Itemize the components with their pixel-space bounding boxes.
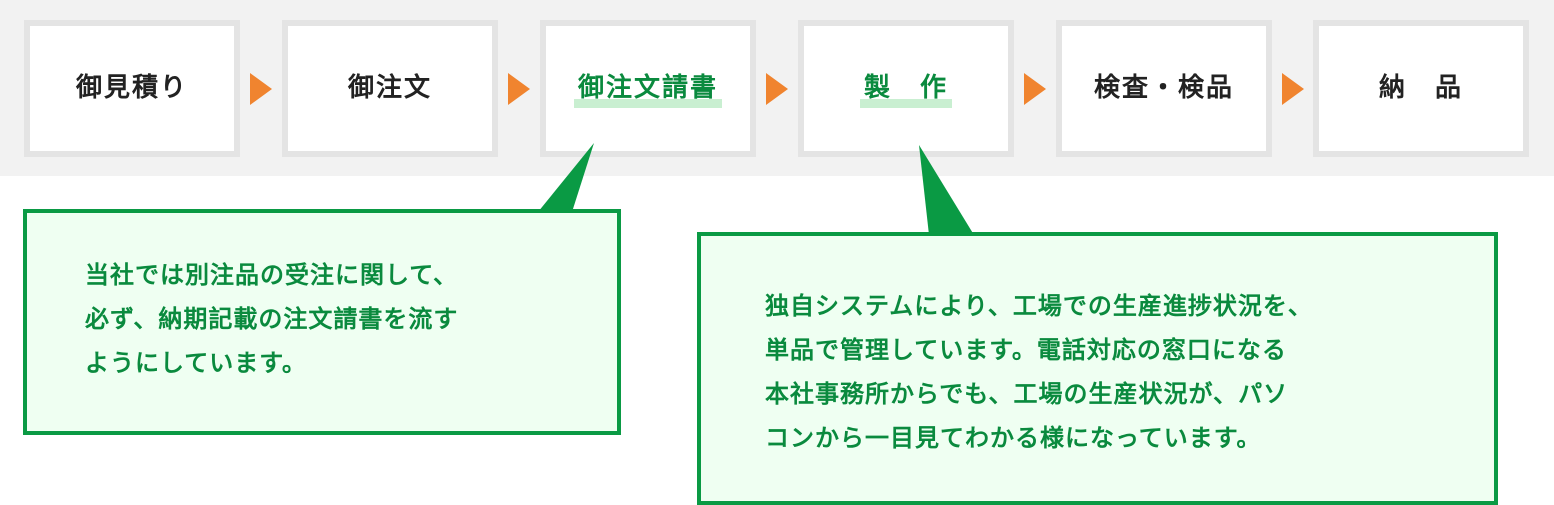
callout-text-line: 単品で管理しています。電話対応の窓口になる bbox=[765, 336, 1287, 364]
step-order-confirmation: 御注文請書 bbox=[540, 20, 756, 157]
step-estimate: 御見積り bbox=[24, 20, 240, 157]
step-label: 検査・検品 bbox=[1093, 72, 1234, 103]
callout-manufacturing: 独自システムにより、工場での生産進捗状況を、 単品で管理しています。電話対応の窓… bbox=[697, 232, 1498, 505]
triangle-right-icon bbox=[1282, 73, 1304, 105]
step-manufacturing: 製 作 bbox=[798, 20, 1014, 157]
callout-text-line: コンから一目見てわかる様になっています。 bbox=[765, 424, 1262, 452]
step-label: 納 品 bbox=[1378, 72, 1463, 103]
triangle-right-icon bbox=[250, 73, 272, 105]
step-label: 御注文請書 bbox=[573, 72, 723, 109]
triangle-right-icon bbox=[766, 73, 788, 105]
step-label: 御見積り bbox=[75, 72, 188, 103]
callout-text-line: 独自システムにより、工場での生産進捗状況を、 bbox=[765, 292, 1313, 320]
triangle-right-icon bbox=[508, 73, 530, 105]
callout-order-confirmation: 当社では別注品の受注に関して、 必ず、納期記載の注文請書を流す ようにしています… bbox=[23, 209, 621, 435]
callout-text-line: ようにしています。 bbox=[85, 349, 307, 377]
triangle-right-icon bbox=[1024, 73, 1046, 105]
step-label: 製 作 bbox=[859, 72, 953, 109]
callout-text-line: 当社では別注品の受注に関して、 bbox=[85, 261, 459, 289]
callout-text-line: 必ず、納期記載の注文請書を流す bbox=[85, 305, 459, 333]
callout-text-line: 本社事務所からでも、工場の生産状況が、パソ bbox=[765, 380, 1289, 408]
step-inspection: 検査・検品 bbox=[1056, 20, 1272, 157]
step-order: 御注文 bbox=[282, 20, 498, 157]
step-label: 御注文 bbox=[347, 72, 432, 103]
step-delivery: 納 品 bbox=[1313, 20, 1529, 157]
